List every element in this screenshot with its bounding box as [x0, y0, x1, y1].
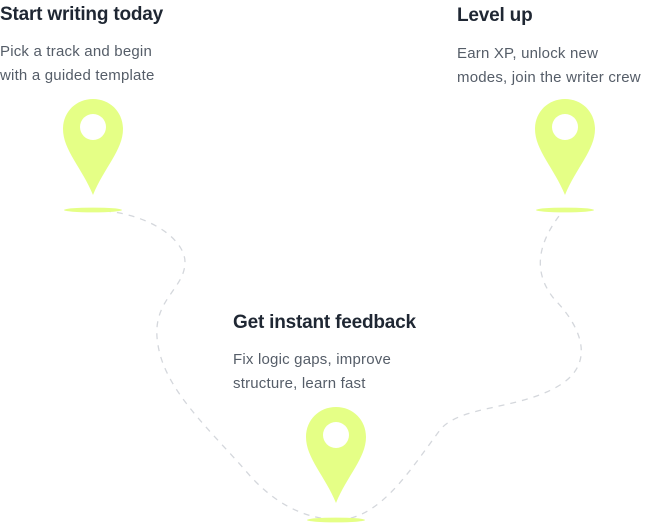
roadmap-step-start: Start writing today Pick a track and beg… [0, 4, 163, 88]
step-title: Level up [457, 5, 533, 26]
map-pin-icon [535, 99, 595, 213]
map-pin-icon [306, 407, 366, 523]
roadmap-step-feedback: Get instant feedback Fix logic gaps, imp… [233, 312, 416, 396]
step-title: Get instant feedback [233, 312, 416, 333]
step-description: Fix logic gaps, improve structure, learn… [233, 351, 391, 392]
step-description: Earn XP, unlock new modes, join the writ… [457, 45, 641, 86]
map-pin-icon [63, 99, 123, 213]
step-description: Pick a track and begin with a guided tem… [0, 43, 155, 84]
roadmap-step-level-up: Level up Earn XP, unlock new modes, join… [457, 5, 641, 90]
step-title: Start writing today [0, 4, 163, 25]
